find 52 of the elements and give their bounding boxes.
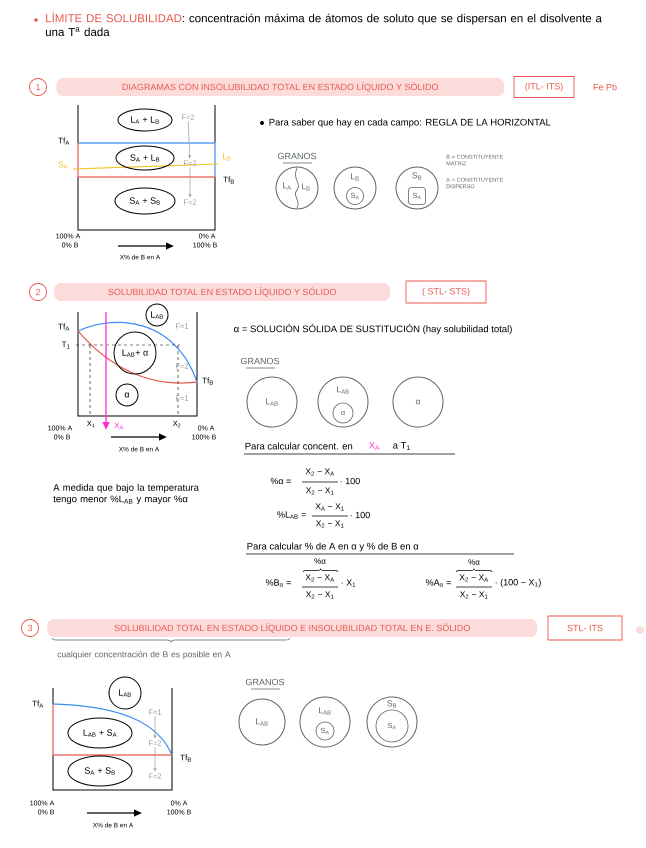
formula-text: %B$_{α}$ = <box>266 579 291 587</box>
formula-text: · 100 <box>350 512 370 518</box>
note-text: cualquier concentración de B es posible en A <box>58 651 231 659</box>
temperature-label: Tf$_{B}$ <box>223 176 234 184</box>
section-heading: SOLUBILIDAD TOTAL EN ESTADO LÍQUIDO E INSOLUBILIDAD TOTAL EN E. SÓLIDO <box>47 619 538 637</box>
note-text: Para calcular % de A en α y % de B en α <box>247 542 418 552</box>
note-text: Para calcular concent. en <box>245 442 352 450</box>
note-text: a T$_{1}$ <box>393 442 410 450</box>
formula-text: X$_{A}$ − X$_{1}$ <box>316 503 344 511</box>
section-subheading: GRANOS <box>246 678 284 686</box>
tag-box: ( STL- STS) <box>406 280 486 304</box>
temperature-label: Tf$_{A}$ <box>32 700 44 708</box>
element-label: Fe Pb <box>594 84 617 90</box>
section-number: 1 <box>29 78 47 96</box>
phase-label: L$_{B}$ <box>223 153 231 161</box>
tag-box: STL- ITS <box>548 616 622 640</box>
formula-text: X$_{2}$ − X$_{A}$ <box>460 574 488 582</box>
formula-text: X$_{2}$ − X$_{1}$ <box>306 487 334 495</box>
label: una T$^{a}$ dada <box>46 27 110 36</box>
formula-text: X$_{2}$ − X$_{1}$ <box>306 591 334 599</box>
composition-label: X$_{A}$ <box>368 442 380 450</box>
temperature-label: T$_{1}$ <box>62 342 70 348</box>
formula-text: %α = <box>270 478 291 484</box>
formula-text: · (100 − X$_{1}$) <box>496 578 541 588</box>
note-text: A medida que bajo la temperatura tengo menor %L$_{AB}$ y mayor %α <box>53 484 199 504</box>
formula-text: X$_{2}$ − X$_{1}$ <box>460 591 488 599</box>
formula-text: %A$_{α}$ = <box>426 579 451 587</box>
phase-label: S$_{A}$ <box>58 161 68 169</box>
formula-text: %L$_{AB}$ = <box>277 511 306 519</box>
section-number: 2 <box>29 283 47 301</box>
composition-label: X$_{A}$ <box>114 422 124 430</box>
section-subheading: GRANOS <box>240 358 280 364</box>
temperature-label: Tf$_{B}$ <box>180 754 191 762</box>
temperature-label: Tf$_{B}$ <box>202 377 213 385</box>
definition-text: LÍMITE DE SOLUBILIDAD: concentración máxima de átomos de soluto que se dispersan en el disolvente a una T$^{a}$ dada <box>46 12 602 36</box>
section-number: 3 <box>21 619 39 637</box>
note-text: α = SOLUCIÓN SÓLIDA DE SUSTITUCIÓN (hay solubilidad total) <box>234 324 512 334</box>
note-text: Para saber que hay en cada campo: REGLA DE LA HORIZONTAL <box>269 118 550 128</box>
formula-text: · X$_{1}$ <box>342 579 356 587</box>
temperature-label: Tf$_{A}$ <box>58 323 70 331</box>
formula-text: %α <box>468 559 480 565</box>
formula-text: X$_{2}$ − X$_{A}$ <box>306 574 334 582</box>
section-heading: DIAGRAMAS CON INSOLUBILIDAD TOTAL EN ESTADO LÍQUIDO Y SÓLIDO <box>56 78 504 96</box>
temperature-label: Tf$_{A}$ <box>58 137 70 145</box>
label: LÍMITE DE SOLUBILIDAD <box>46 12 182 22</box>
section-heading: SOLUBILIDAD TOTAL EN ESTADO LÍQUIDO Y SÓLIDO <box>54 283 390 301</box>
label: : concentración máxima de átomos de soluto que se dispersan en el disolvente a <box>183 14 602 25</box>
formula-text: X$_{2}$ − X$_{A}$ <box>306 468 334 476</box>
formula-text: X$_{2}$ − X$_{1}$ <box>316 520 344 528</box>
tag-box: (ITL- ITS) <box>514 76 574 98</box>
formula-text: %α <box>314 558 326 564</box>
formula-text: · 100 <box>340 478 360 484</box>
